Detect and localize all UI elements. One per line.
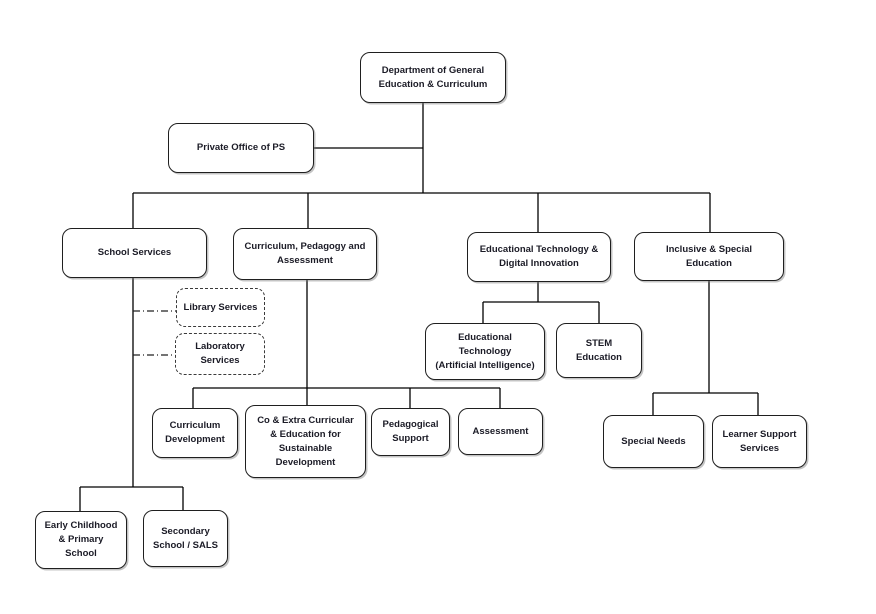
node-curriculum-pedagogy-assessment: Curriculum, Pedagogy and Assessment — [233, 228, 377, 280]
node-co-extra-curricular-esd: Co & Extra Curricular & Education for Su… — [245, 405, 366, 478]
node-library-services: Library Services — [176, 288, 265, 327]
node-department-of-general-education: Department of General Education & Curric… — [360, 52, 506, 103]
node-early-childhood-primary-school: Early Childhood & Primary School — [35, 511, 127, 569]
node-special-needs: Special Needs — [603, 415, 704, 468]
node-pedagogical-support: Pedagogical Support — [371, 408, 450, 456]
node-stem-education: STEM Education — [556, 323, 642, 378]
node-assessment: Assessment — [458, 408, 543, 455]
node-secondary-school-sals: Secondary School / SALS — [143, 510, 228, 567]
node-curriculum-development: Curriculum Development — [152, 408, 238, 458]
node-inclusive-special-education: Inclusive & Special Education — [634, 232, 784, 281]
node-private-office-of-ps: Private Office of PS — [168, 123, 314, 173]
node-school-services: School Services — [62, 228, 207, 278]
node-learner-support-services: Learner Support Services — [712, 415, 807, 468]
node-educational-technology-digital-innovation: Educational Technology & Digital Innovat… — [467, 232, 611, 282]
node-laboratory-services: Laboratory Services — [175, 333, 265, 375]
node-educational-technology-ai: Educational Technology (Artificial Intel… — [425, 323, 545, 380]
